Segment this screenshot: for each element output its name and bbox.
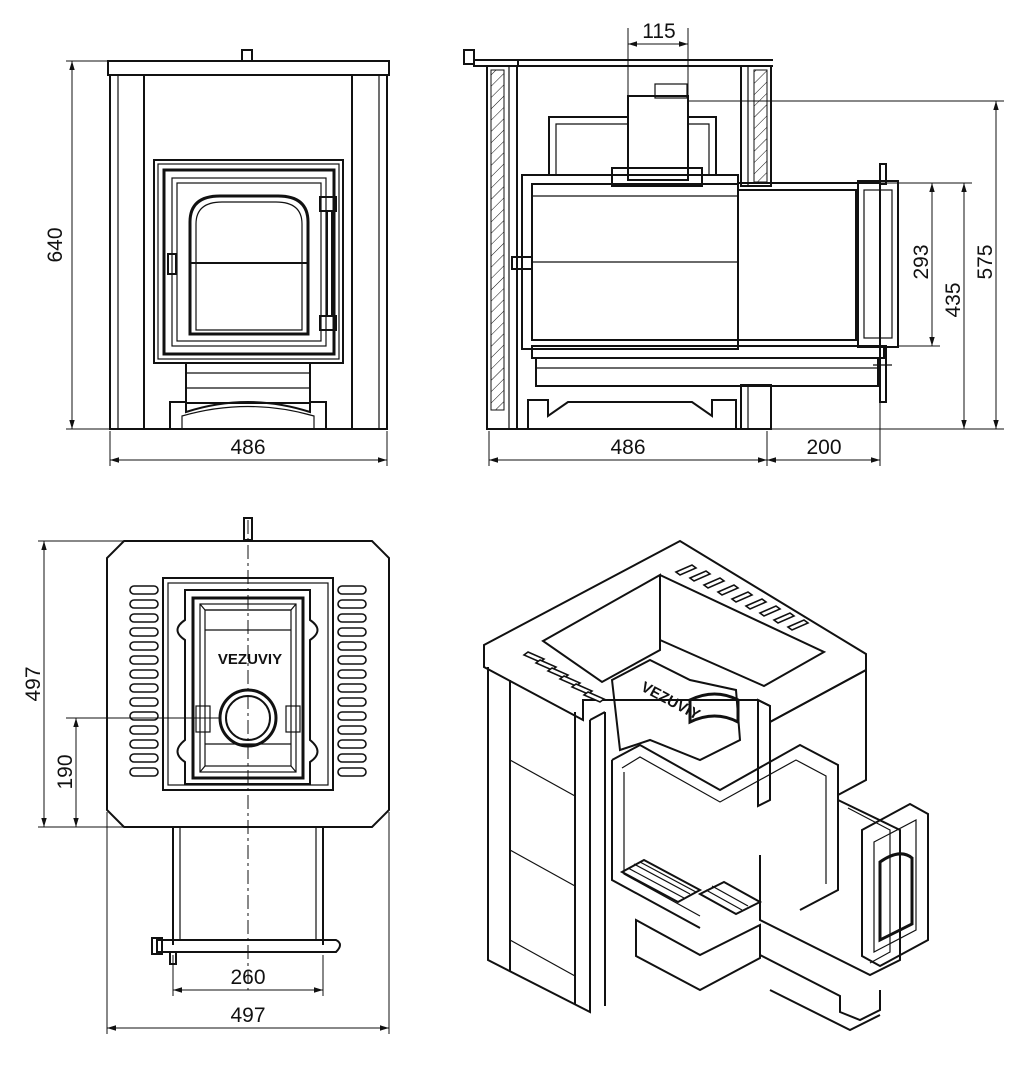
iso-brand-label: VEZUVIY <box>638 679 703 724</box>
side-h2-dim-label: 435 <box>942 282 965 317</box>
side-top-knob <box>463 49 475 65</box>
top-view: VEZUVIY 497 190 260 497 <box>22 517 390 1034</box>
top-right-vents <box>337 585 367 777</box>
top-left-vents <box>129 585 159 777</box>
side-right-wall <box>740 65 772 187</box>
front-top-lid <box>107 60 390 76</box>
iso-top-vents <box>522 564 810 703</box>
top-tunnel-dim-label: 260 <box>230 966 265 989</box>
top-depth-dim-label: 497 <box>22 666 45 701</box>
top-heater-casting <box>176 589 319 785</box>
side-flue-dim-label: 115 <box>642 20 675 43</box>
front-door-latch <box>167 253 177 275</box>
iso-tunnel-door-frame <box>861 802 929 968</box>
side-h3-dim-label: 575 <box>974 244 997 279</box>
front-width-dim-label: 486 <box>230 436 265 459</box>
iso-cutaway-view: VEZUVIY <box>483 539 929 1032</box>
side-base <box>527 399 737 429</box>
front-view: 640 486 <box>44 49 390 466</box>
iso-tunnel <box>759 799 901 977</box>
front-body <box>109 74 388 430</box>
side-view: 115 293 435 575 486 200 <box>463 20 1004 466</box>
iso-left-face <box>487 667 591 1014</box>
iso-heater-cut <box>610 658 742 762</box>
top-door-handle-bar <box>156 939 341 953</box>
top-width-dim-label: 497 <box>230 1004 265 1027</box>
front-top-knob <box>241 49 253 62</box>
side-ash-pan <box>535 357 879 387</box>
front-ash-pan <box>185 362 311 404</box>
front-height-dim-label: 640 <box>44 227 67 262</box>
side-depth-dim-label: 486 <box>610 436 645 459</box>
side-tunnel-dim-label: 200 <box>806 436 841 459</box>
front-base <box>169 401 327 429</box>
top-inner-frame <box>162 577 334 791</box>
top-brand-label: VEZUVIY <box>218 651 282 668</box>
top-heater-body <box>191 596 305 780</box>
iso-grate <box>619 858 763 916</box>
front-door-glass <box>188 194 310 336</box>
side-flue <box>627 95 689 181</box>
top-outline <box>106 540 390 828</box>
top-axis-dim-label: 190 <box>54 754 77 789</box>
side-heater-top <box>548 96 717 175</box>
front-door <box>162 168 336 356</box>
side-h1-dim-label: 293 <box>910 244 933 279</box>
iso-firebox-cut <box>611 743 839 911</box>
